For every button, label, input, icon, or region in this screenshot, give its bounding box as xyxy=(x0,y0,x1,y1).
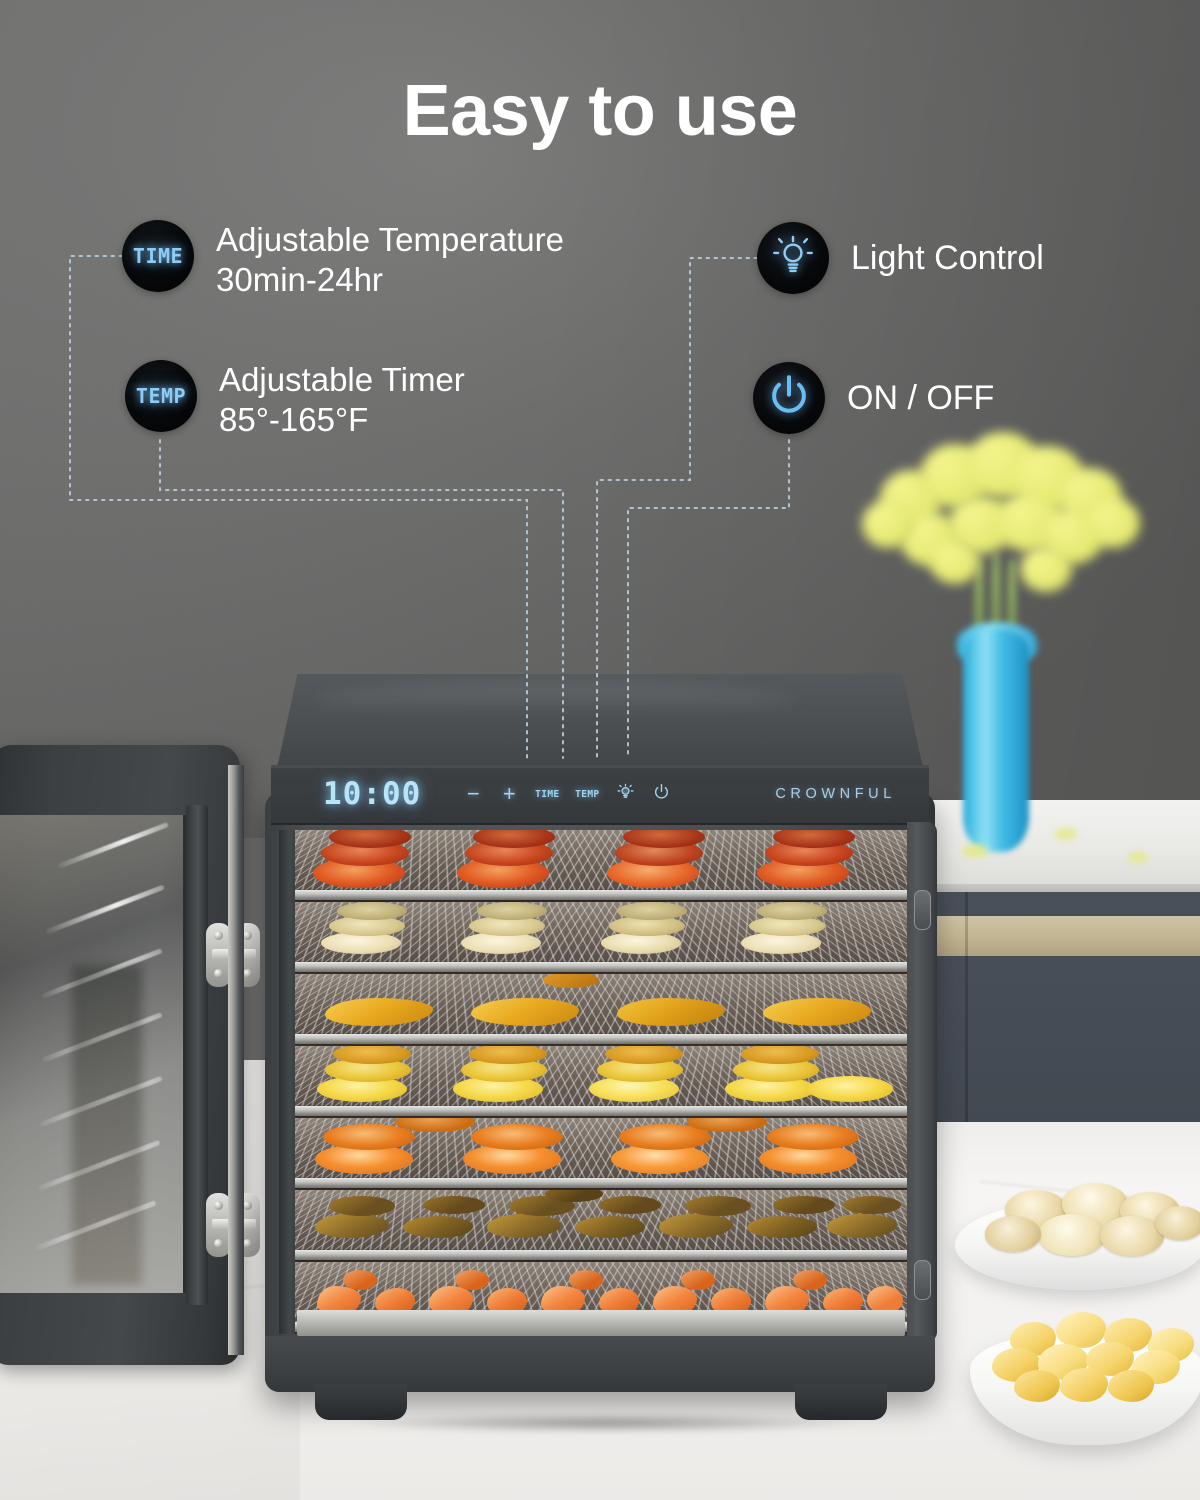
connector-power xyxy=(627,439,790,759)
plus-button[interactable]: + xyxy=(502,781,516,806)
feature-on-off: ON / OFF xyxy=(753,362,994,434)
dehydrator-foot-left xyxy=(315,1384,407,1420)
cavity-rail-left xyxy=(279,830,297,1334)
feature-line-1: ON / OFF xyxy=(847,379,995,417)
led-timer-display: 10:00 xyxy=(323,776,422,812)
badge-temp: TEMP xyxy=(125,360,197,432)
door-interior-reflection xyxy=(72,965,142,1285)
tray-lemon[interactable] xyxy=(295,1046,907,1116)
panel-highlight xyxy=(271,765,929,768)
feature-line-1: Adjustable Temperature xyxy=(216,221,564,258)
power-button[interactable] xyxy=(643,783,679,805)
tray-latch-top[interactable] xyxy=(914,890,931,930)
top-lid-highlight xyxy=(315,682,795,716)
back-counter-edge xyxy=(830,884,1200,894)
badge-time-label: TIME xyxy=(132,244,184,268)
badge-power xyxy=(753,362,825,434)
brand-logo-text: CROWNFUL xyxy=(775,786,896,802)
badge-time: TIME xyxy=(122,220,194,292)
badge-temp-label: TEMP xyxy=(135,384,187,408)
dehydrator-base xyxy=(265,1336,935,1392)
lightbulb-icon xyxy=(773,235,813,282)
tray-dried-fig[interactable] xyxy=(295,1190,907,1260)
feature-text-adjustable-temperature: Adjustable Temperature 30min-24hr xyxy=(216,220,564,300)
feature-adjustable-temperature: TIME Adjustable Temperature 30min-24hr xyxy=(122,220,564,300)
fallen-petal xyxy=(962,844,988,858)
food-dehydrator-appliance: 10:00 − + TIME TEMP CROWNFUL xyxy=(255,672,955,1436)
feature-adjustable-timer: TEMP Adjustable Timer 85°-165°F xyxy=(125,360,465,440)
temp-button[interactable]: TEMP xyxy=(575,788,600,800)
feature-line-2: 85°-165°F xyxy=(219,401,369,438)
control-button-row: − + TIME TEMP xyxy=(455,781,679,807)
cabinet-seam xyxy=(965,892,968,1124)
minus-button[interactable]: − xyxy=(466,781,480,806)
appliance-shadow xyxy=(255,1410,955,1436)
door-edge xyxy=(186,805,208,1305)
tray-blood-orange[interactable] xyxy=(295,830,907,900)
tray-latch-bottom[interactable] xyxy=(914,1260,931,1300)
power-icon xyxy=(768,374,810,423)
feature-line-2: 30min-24hr xyxy=(216,261,383,298)
drip-tray xyxy=(297,1310,905,1336)
connector-light xyxy=(596,257,758,759)
light-button[interactable] xyxy=(607,783,643,805)
door-jamb xyxy=(228,765,244,1355)
control-panel[interactable]: 10:00 − + TIME TEMP CROWNFUL xyxy=(271,765,929,825)
dehydrator-cavity xyxy=(295,830,907,1334)
tray-mango[interactable] xyxy=(295,974,907,1044)
feature-light-control: Light Control xyxy=(757,222,1044,294)
page-title: Easy to use xyxy=(402,71,798,151)
tray-orange[interactable] xyxy=(295,1118,907,1188)
badge-light xyxy=(757,222,829,294)
feature-text-adjustable-timer: Adjustable Timer 85°-165°F xyxy=(219,360,465,440)
time-button[interactable]: TIME xyxy=(535,788,560,800)
dehydrator-foot-right xyxy=(795,1384,887,1420)
feature-text-on-off: ON / OFF xyxy=(847,362,994,434)
connector-temp xyxy=(159,439,564,759)
fallen-petal xyxy=(1128,852,1148,863)
feature-line-1: Light Control xyxy=(851,239,1044,277)
feature-text-light-control: Light Control xyxy=(851,222,1044,294)
fallen-petal xyxy=(1055,828,1077,840)
tray-apple[interactable] xyxy=(295,902,907,972)
dehydrator-glass-door[interactable] xyxy=(0,745,260,1370)
feature-line-1: Adjustable Timer xyxy=(219,361,465,398)
connector-time xyxy=(69,255,528,759)
